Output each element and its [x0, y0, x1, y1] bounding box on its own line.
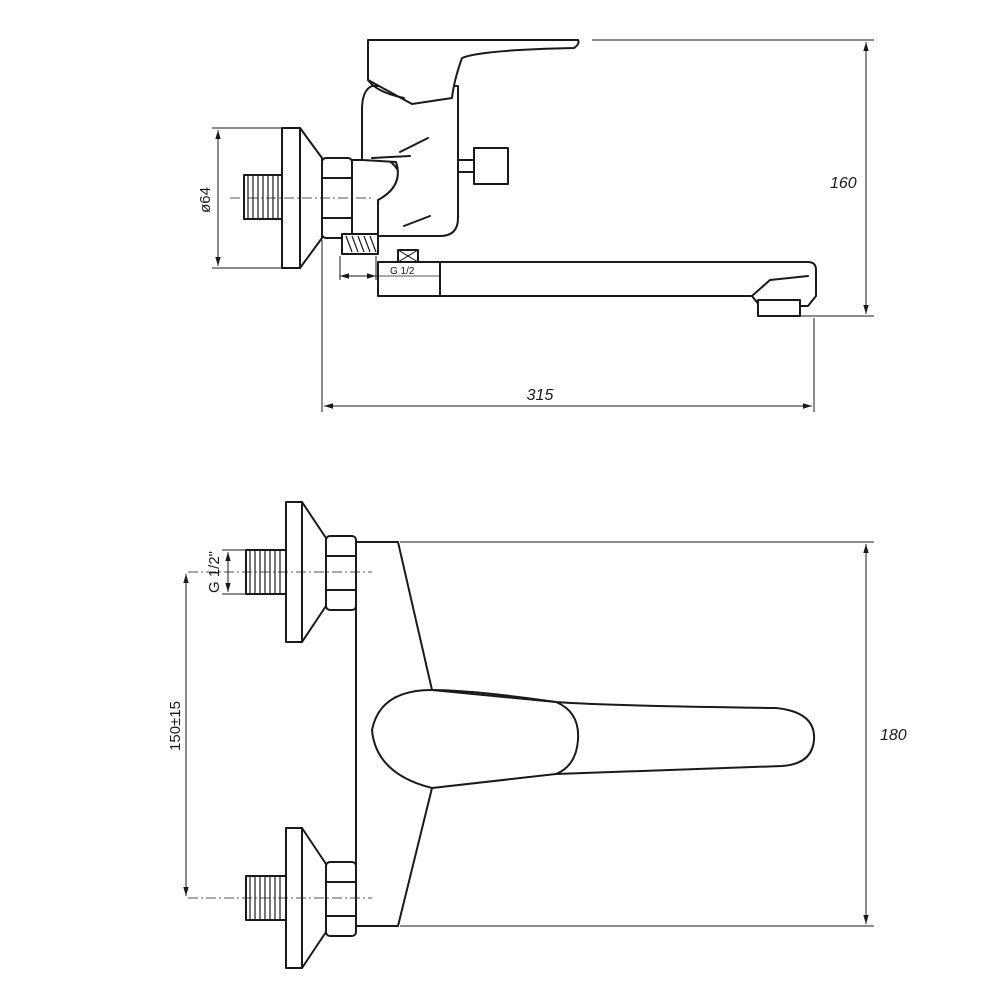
spacing-dimension: 150±15 [167, 574, 189, 896]
lever-handle-side [367, 39, 580, 105]
mixer-body-front [355, 541, 816, 927]
thread-callout-top: G 1/2 [339, 256, 440, 280]
spacing-label: 150±15 [167, 701, 184, 751]
mixer-body-side [361, 85, 459, 237]
diverter-knob [457, 147, 509, 185]
length-dimension: 315 [321, 240, 815, 412]
wall-flange-top [243, 127, 323, 269]
height-dimension-top: 160 [592, 39, 874, 317]
side-elevation-view: ø64 G 1/2 160 315 [197, 39, 874, 412]
thread-callout-bottom: G 1/2" [206, 549, 248, 595]
height-label-top: 160 [830, 175, 857, 192]
thread-label-bottom: G 1/2" [206, 551, 223, 593]
height-label-bottom: 180 [880, 727, 907, 744]
spout-side [377, 249, 817, 317]
diameter-label: ø64 [197, 187, 214, 213]
length-label: 315 [527, 387, 554, 404]
height-dimension-bottom: 180 [400, 541, 907, 927]
wall-flange-upper [245, 501, 357, 643]
thread-label-top: G 1/2 [390, 266, 415, 277]
diameter-dimension: ø64 [197, 127, 284, 269]
front-elevation-view: G 1/2" 150±15 180 [167, 501, 907, 969]
